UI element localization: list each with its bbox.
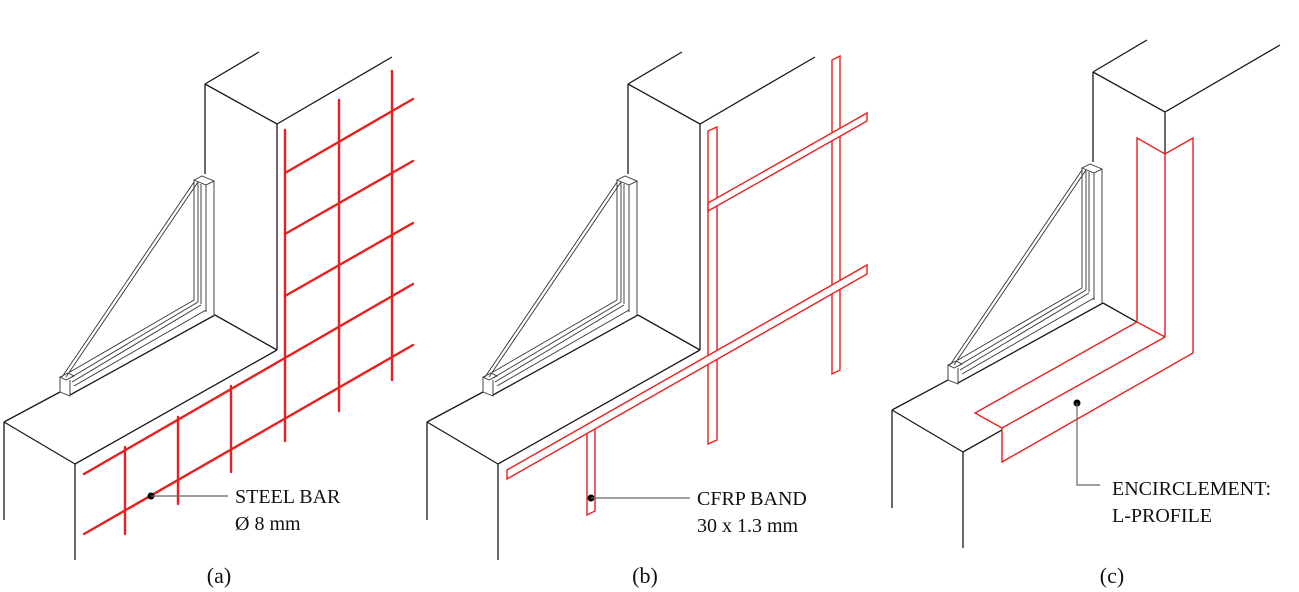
cfrp-bands xyxy=(506,54,868,517)
label-cfrp-band-size: 30 x 1.3 mm xyxy=(697,515,799,537)
panel-b: CFRP BAND 30 x 1.3 mm (b) xyxy=(426,51,868,588)
label-l-profile: L-PROFILE xyxy=(1112,505,1212,527)
panel-c: ENCIRCLEMENT: L-PROFILE (c) xyxy=(891,39,1281,588)
caption-c: (c) xyxy=(1100,563,1124,588)
caption-a: (a) xyxy=(207,563,231,588)
label-encirclement: ENCIRCLEMENT: xyxy=(1112,478,1271,500)
label-steel-bar-size: Ø 8 mm xyxy=(235,513,301,535)
leader-line xyxy=(1076,403,1100,486)
wall-drawing xyxy=(891,39,1281,549)
label-cfrp-band: CFRP BAND xyxy=(697,488,807,510)
panel-a: STEEL BAR Ø 8 mm (a) xyxy=(3,51,415,588)
label-steel-bar: STEEL BAR xyxy=(235,486,341,508)
steel-bar-mesh xyxy=(82,69,415,536)
wall-drawing xyxy=(426,51,816,561)
l-profile-encirclement xyxy=(973,136,1194,464)
wall-drawing xyxy=(3,51,393,561)
caption-b: (b) xyxy=(632,563,658,588)
